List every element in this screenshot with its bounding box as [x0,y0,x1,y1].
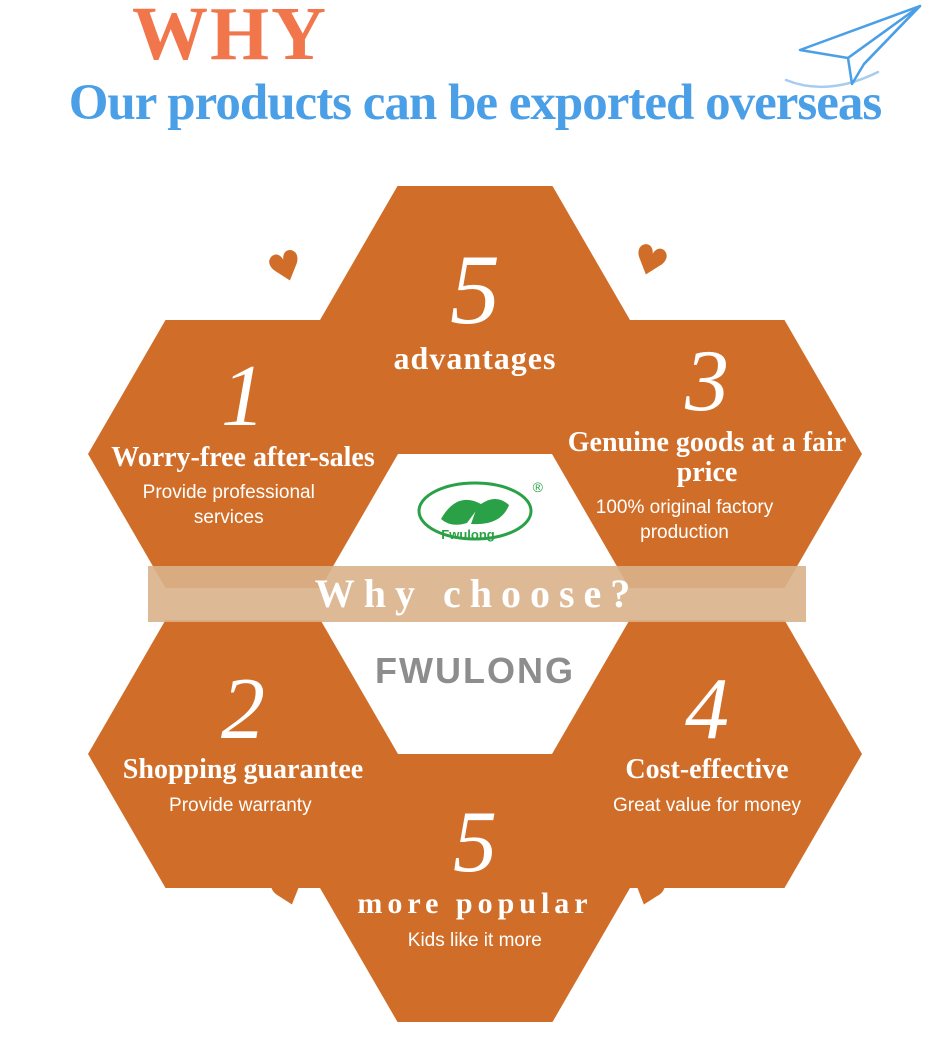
hexagon-number: 1 [221,348,265,446]
hexagon-title: advantages [393,340,557,377]
hexagon-number: 4 [684,660,729,758]
ribbon-banner: Why choose? [148,566,806,622]
hexagon-content: 1 Worry-free after-sales Provide profess… [111,348,375,530]
hexagon-title: Genuine goods at a fair price [567,426,847,489]
page-title: WHY [132,0,328,76]
hexagon-content: 4 Cost-effective Great value for money [613,660,801,819]
logo-ellipse-icon [417,481,533,541]
hexagon-content: 5 advantages [393,234,557,377]
hexagon-number: 5 [452,793,497,891]
hexagon-after-sales: 1 Worry-free after-sales Provide profess… [88,320,398,588]
logo-text: Fwulong [441,527,495,542]
hexagon-title: more popular [357,887,593,921]
hexagon-more-popular: 5 more popular Kids like it more [320,754,630,1022]
hexagon-desc: Kids like it more [407,929,542,951]
hexagon-shopping-guarantee: 2 Shopping guarantee Provide warranty [88,620,398,888]
hexagon-content: 2 Shopping guarantee Provide warranty [122,660,364,819]
hexagon-content: 5 more popular Kids like it more [357,793,593,954]
heart-icon: ♥ [261,240,311,296]
ribbon-text: Why choose? [314,571,640,616]
paper-plane-icon [784,4,922,89]
fwulong-logo: Fwulong ® [405,475,545,565]
hexagon-desc: Provide warranty [169,794,312,816]
hexagon-genuine-goods: 3 Genuine goods at a fair price 100% ori… [552,320,862,588]
hexagon-desc: Provide professional services [142,482,315,528]
heart-icon: ♥ [625,234,675,290]
hexagon-desc: 100% original factory production [595,497,774,544]
hexagon-number: 5 [450,234,500,346]
hexagon-number: 2 [221,660,265,758]
hexagon-number: 3 [685,333,729,431]
hexagon-title: Shopping guarantee [122,754,364,786]
registered-mark: ® [532,479,543,495]
hexagon-desc: Great value for money [613,794,801,816]
page-subtitle: Our products can be exported overseas [68,75,883,131]
hexagon-title: Cost-effective [625,754,789,786]
brand-name: FWULONG [375,650,575,691]
hexagon-content: 3 Genuine goods at a fair price 100% ori… [567,333,847,545]
hexagon-title: Worry-free after-sales [111,441,375,473]
